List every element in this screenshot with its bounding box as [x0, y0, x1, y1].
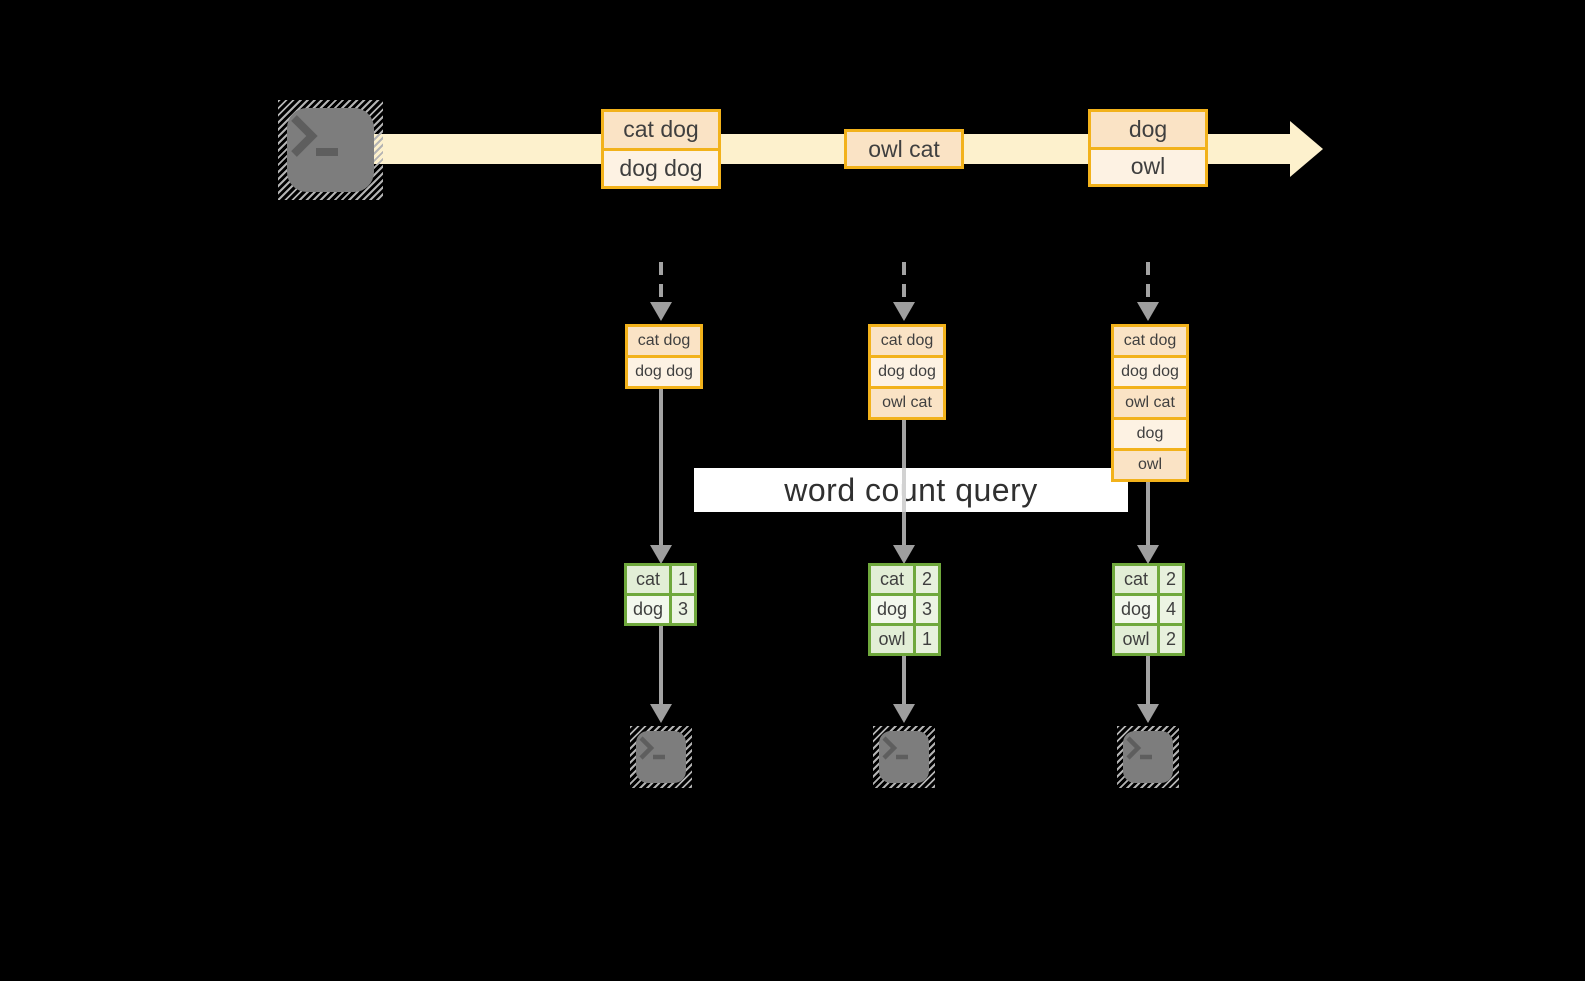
process-line-3 — [1146, 482, 1150, 545]
received-stack-1: cat dog dog dog — [625, 324, 703, 389]
count-cell: 2 — [916, 566, 938, 593]
batch-3: dog owl — [1088, 109, 1208, 187]
process-line-1 — [659, 389, 663, 545]
word-cell: owl — [1115, 626, 1157, 653]
word-cell: dog — [871, 596, 913, 623]
count-cell: 3 — [916, 596, 938, 623]
message: dog dog — [604, 147, 718, 186]
word-cell: dog — [1115, 596, 1157, 623]
message: owl cat — [1114, 386, 1186, 417]
batch-1: cat dog dog dog — [601, 109, 721, 189]
consumer-terminal-icon-2 — [873, 726, 935, 788]
message: cat dog — [871, 327, 943, 355]
word-cell: owl — [871, 626, 913, 653]
output-line-3 — [1146, 656, 1150, 704]
producer-terminal-icon — [278, 100, 383, 200]
arrowhead-icon — [1137, 545, 1159, 564]
message: owl — [1114, 448, 1186, 479]
word-cell: cat — [1115, 566, 1157, 593]
count-table-1: cat 1 dog 3 — [624, 563, 697, 626]
consumer-terminal-icon-3 — [1117, 726, 1179, 788]
count-cell: 2 — [1160, 566, 1182, 593]
message: dog dog — [871, 355, 943, 386]
consume-arrow-3 — [1137, 262, 1159, 322]
received-stack-2: cat dog dog dog owl cat — [868, 324, 946, 420]
count-table-3: cat 2 dog 4 owl 2 — [1112, 563, 1185, 656]
message: owl cat — [847, 132, 961, 166]
message: dog dog — [628, 355, 700, 386]
terminal-prompt-icon — [639, 736, 665, 760]
arrowhead-icon — [893, 302, 915, 321]
consumer-terminal-icon-1 — [630, 726, 692, 788]
arrowhead-icon — [1137, 302, 1159, 321]
consume-arrow-2 — [893, 262, 915, 322]
process-line-2 — [902, 512, 906, 545]
arrowhead-icon — [893, 704, 915, 723]
word-cell: cat — [871, 566, 913, 593]
message: dog dog — [1114, 355, 1186, 386]
message: cat dog — [628, 327, 700, 355]
count-cell: 1 — [916, 626, 938, 653]
word-cell: dog — [627, 596, 669, 623]
count-cell: 1 — [672, 566, 694, 593]
arrowhead-icon — [650, 704, 672, 723]
count-cell: 3 — [672, 596, 694, 623]
message: dog — [1091, 112, 1205, 147]
terminal-prompt-icon — [882, 736, 908, 760]
arrowhead-icon — [1137, 704, 1159, 723]
count-table-2: cat 2 dog 3 owl 1 — [868, 563, 941, 656]
arrowhead-icon — [650, 302, 672, 321]
stream-arrow-head — [1290, 121, 1323, 177]
arrowhead-icon — [650, 545, 672, 564]
batch-2: owl cat — [844, 129, 964, 169]
message: owl — [1091, 146, 1205, 184]
terminal-prompt-icon — [1126, 736, 1152, 760]
query-label: word count query — [694, 468, 1128, 512]
count-cell: 4 — [1160, 596, 1182, 623]
arrowhead-icon — [893, 545, 915, 564]
process-line-2 — [902, 420, 906, 468]
word-cell: cat — [627, 566, 669, 593]
message: cat dog — [604, 112, 718, 148]
process-line-2-over-label — [902, 468, 906, 512]
count-cell: 2 — [1160, 626, 1182, 653]
consume-arrow-1 — [650, 262, 672, 322]
message: dog — [1114, 417, 1186, 448]
output-line-1 — [659, 626, 663, 704]
output-line-2 — [902, 656, 906, 704]
message: cat dog — [1114, 327, 1186, 355]
received-stack-3: cat dog dog dog owl cat dog owl — [1111, 324, 1189, 482]
terminal-prompt-icon — [291, 115, 338, 157]
message: owl cat — [871, 386, 943, 417]
